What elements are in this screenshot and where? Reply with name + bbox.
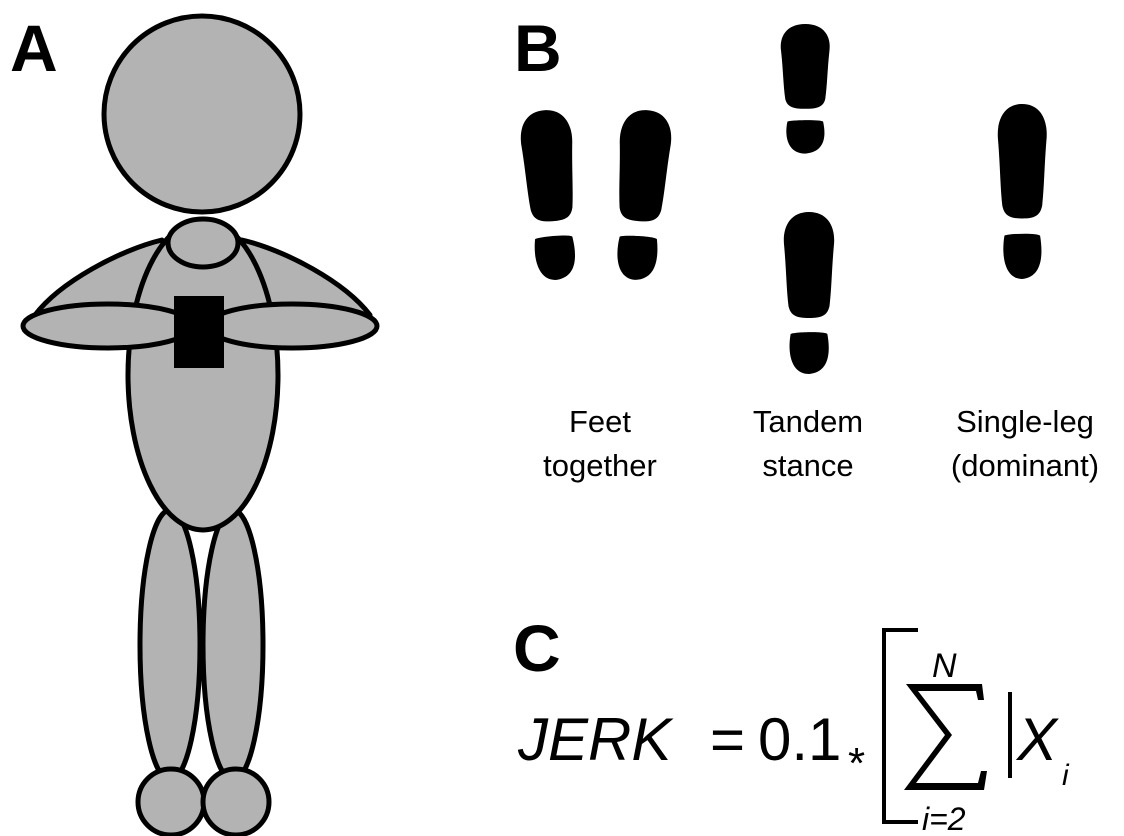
summation-sign	[904, 684, 987, 790]
formula-times: *	[848, 739, 865, 788]
left-bracket	[884, 630, 918, 822]
formula-term: X	[1015, 706, 1059, 773]
formula-constant: 0.1	[758, 706, 841, 773]
sum-lower-limit: i=2	[922, 801, 966, 836]
sum-upper-limit: N	[932, 647, 957, 685]
formula-subscript: i	[1062, 759, 1070, 792]
formula-lhs: JERK	[517, 706, 674, 773]
formula-equals: =	[710, 706, 745, 773]
